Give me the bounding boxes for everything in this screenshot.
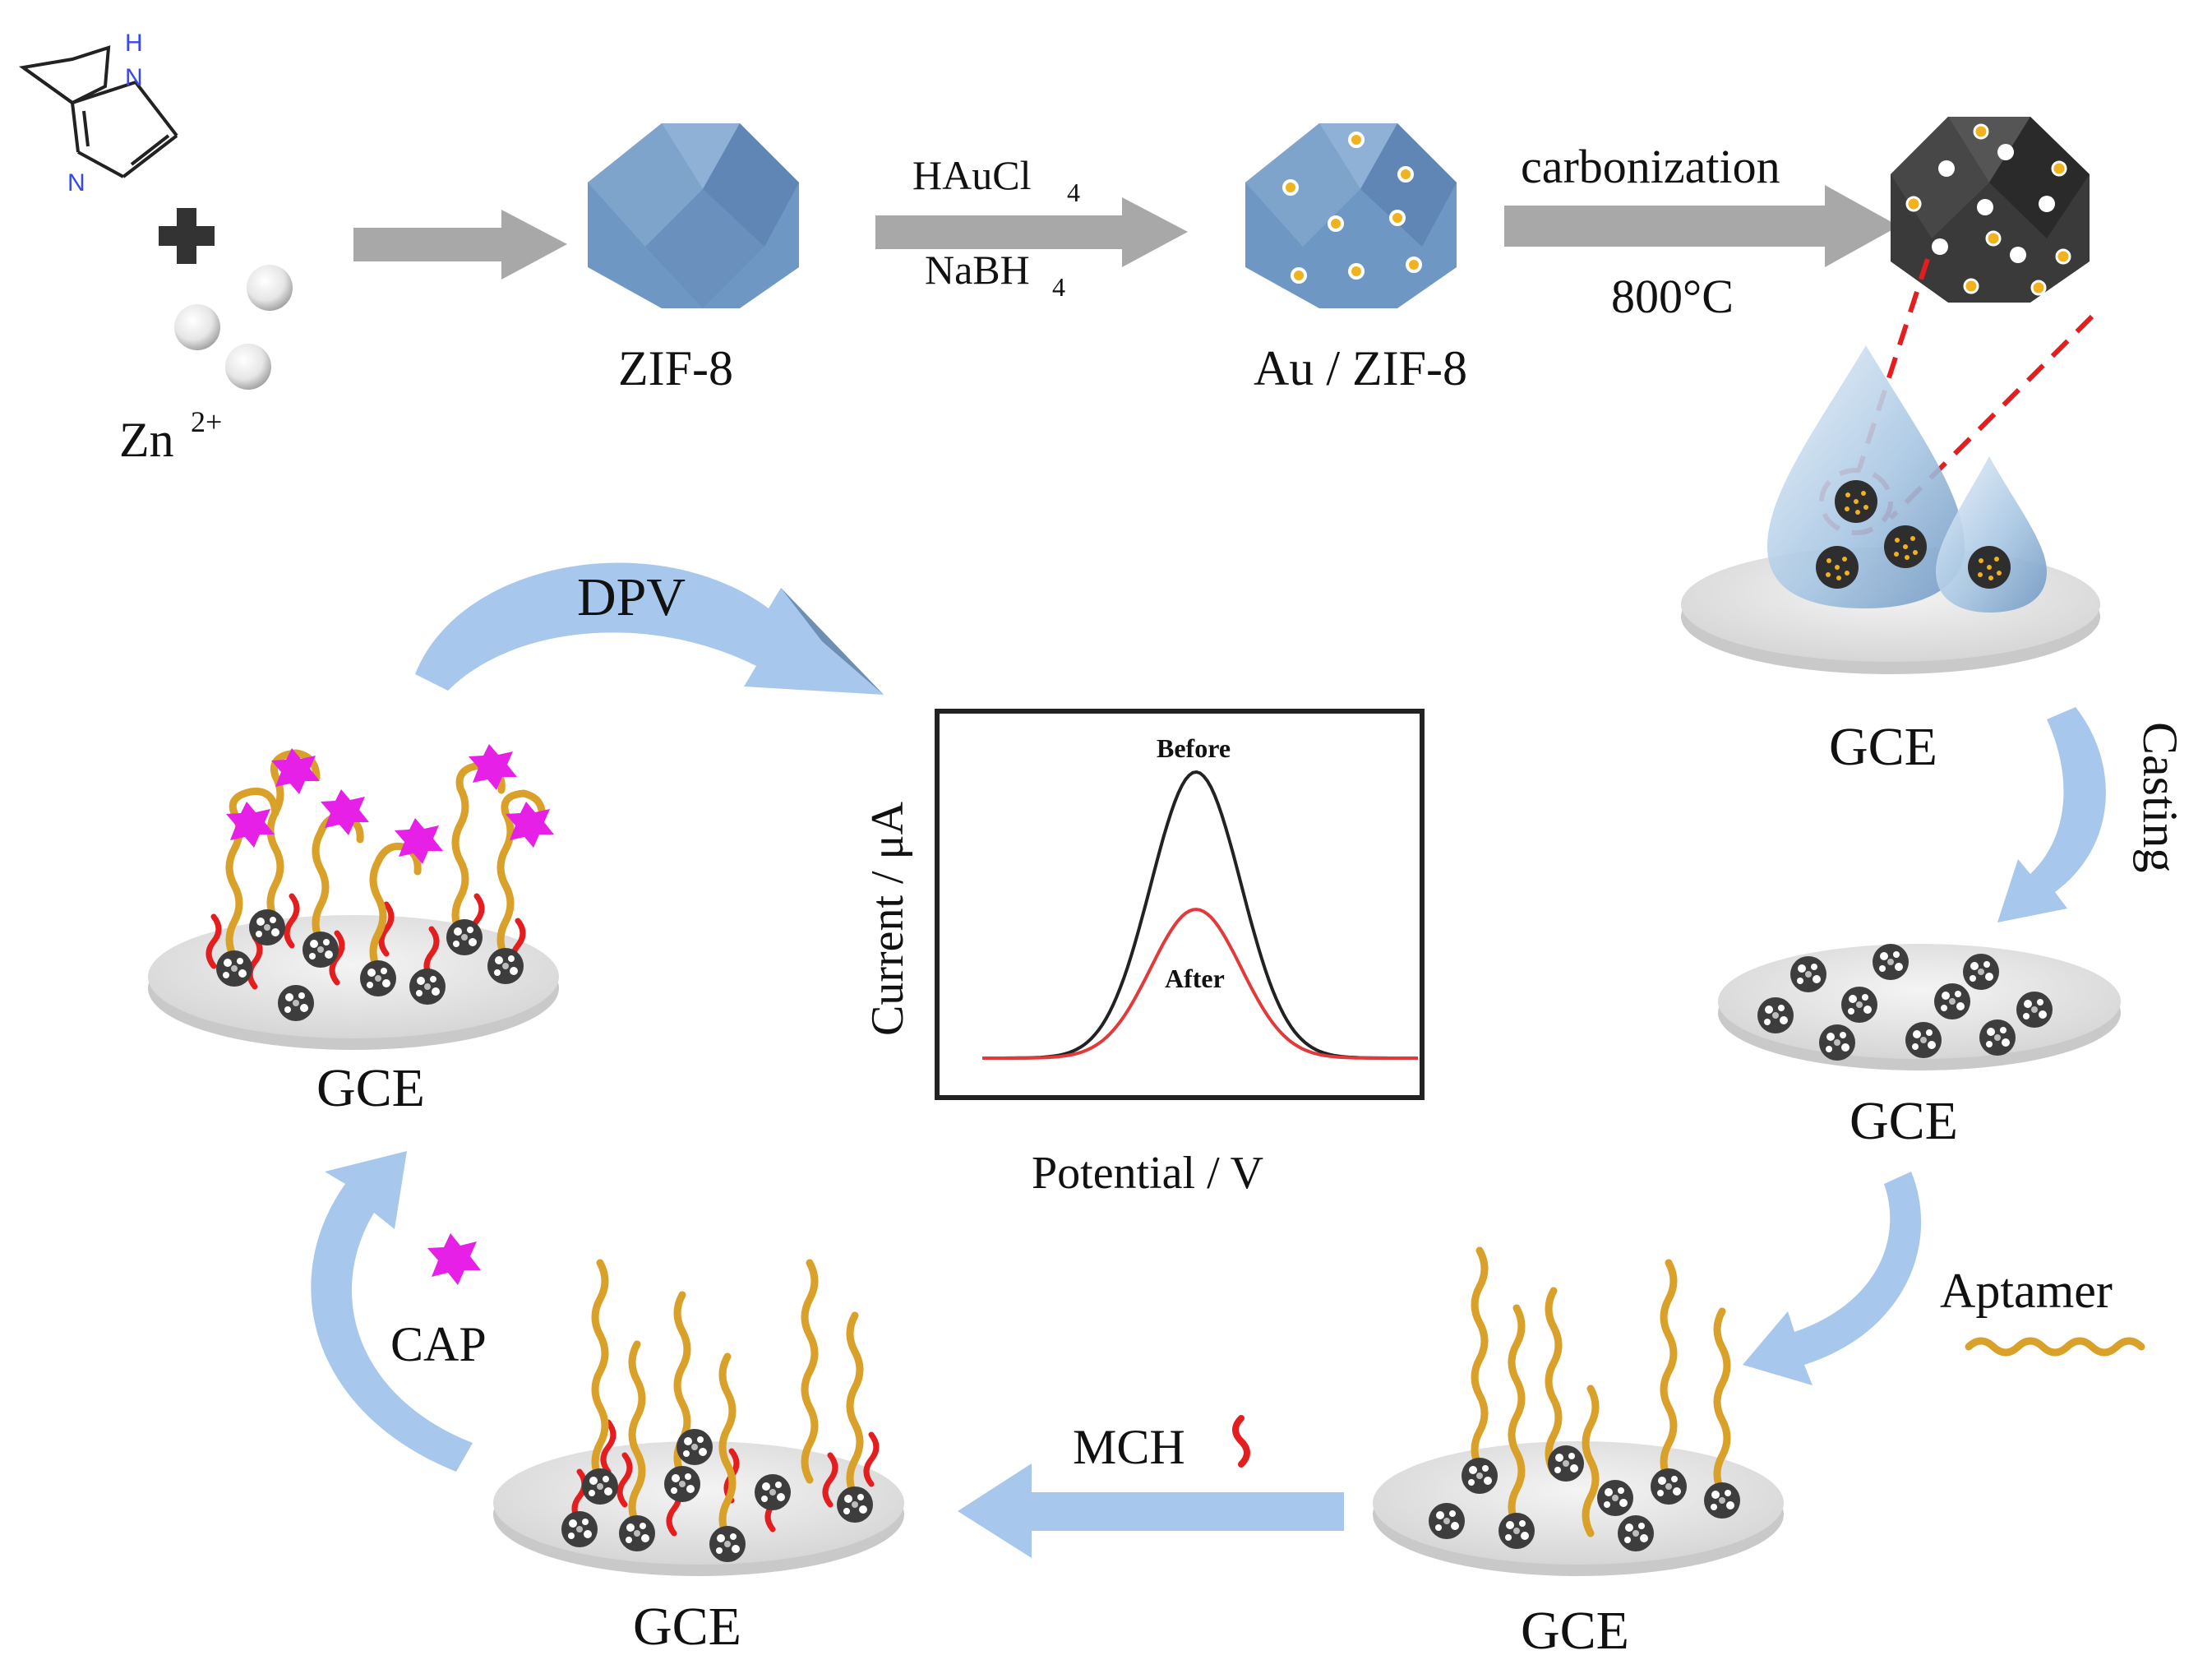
dpv-arrow [415,562,884,695]
zif8-crystal-icon [588,123,799,308]
carbonized-crystal-icon [1891,117,2090,303]
zinc-label: Zn [119,413,174,467]
molecule-2-methylimidazole: H N N [18,30,178,196]
au-zif8-crystal-icon [1245,123,1457,308]
svg-text:NaBH: NaBH [925,247,1030,293]
synthesis-arrow-2 [875,197,1188,267]
au-zif8-label: Au / ZIF-8 [1254,341,1467,395]
after-annotation: After [1165,964,1225,993]
dpv-arrow-shade [781,588,884,695]
casting-arrow [1997,707,2106,922]
aptamer-label: Aptamer [1940,1264,2113,1318]
zinc-charge: 2+ [191,405,222,438]
carbonization-label: carbonization [1521,140,1780,193]
mch-arrow [958,1463,1344,1558]
gold-reagent-top: HAuCl 4 [912,152,1080,207]
gce-mch-label: GCE [633,1597,741,1657]
svg-text:4: 4 [1067,178,1080,207]
gce-aptamer-electrode [1373,1246,1784,1576]
atom-h: H [125,30,143,57]
synthesis-arrow-1 [353,210,567,280]
svg-text:4: 4 [1052,272,1065,302]
y-axis-label: Current / μA [862,801,913,1036]
temperature-label: 800°C [1611,270,1734,323]
casting-label: Casting [2133,722,2187,872]
aptamer-legend-icon [1965,1337,2145,1357]
gce-mch-electrode [493,1259,904,1576]
chart-frame [935,709,1425,1100]
x-axis-label: Potential / V [1032,1148,1263,1199]
zinc-ion-label: Zn 2+ [119,405,222,467]
gce-aptamer-label: GCE [1521,1601,1629,1661]
gce-droplet-label: GCE [1829,717,1937,777]
cap-label: CAP [390,1317,487,1371]
cap-legend-icon [427,1233,481,1285]
gce-droplet-electrode [1681,345,2100,674]
gold-reagent-bottom: NaBH 4 [925,247,1065,302]
atom-nh: N [125,64,143,91]
dpv-label: DPV [577,567,686,627]
dpv-chart: Before After Current / μA Potential / V [862,709,1425,1199]
plus-icon [159,208,215,264]
gce-cast-electrode [1718,944,2121,1070]
cap-arrow [311,1151,473,1472]
gce-cast-label: GCE [1849,1091,1958,1151]
atom-n: N [67,169,85,196]
zinc-ions [174,265,293,390]
synthesis-arrow-3 [1504,185,1899,267]
svg-text:HAuCl: HAuCl [912,152,1031,198]
gce-cap-label: GCE [316,1058,425,1118]
gce-cap-electrode [148,744,559,1050]
mch-label: MCH [1073,1420,1185,1474]
after-curve [982,908,1418,1060]
mch-legend-icon [1232,1415,1250,1468]
before-annotation: Before [1157,733,1231,763]
zif8-label: ZIF-8 [618,341,733,395]
aptamer-arrow [1743,1172,1922,1385]
